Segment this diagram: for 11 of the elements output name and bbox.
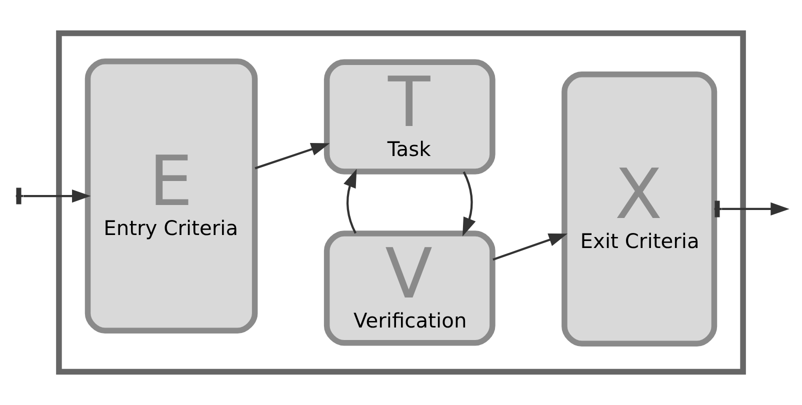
arrow [344,168,357,234]
node-box: E Entry Criteria [84,58,258,334]
arrow [714,202,790,216]
arrow [462,171,476,236]
cluster [56,30,746,375]
arrow [16,189,91,203]
node-box: V Verification [324,230,496,346]
arrow [254,142,330,170]
arrow [492,234,568,261]
node-box: X Exit Criteria [562,71,718,347]
node-box: T Task [324,59,496,174]
